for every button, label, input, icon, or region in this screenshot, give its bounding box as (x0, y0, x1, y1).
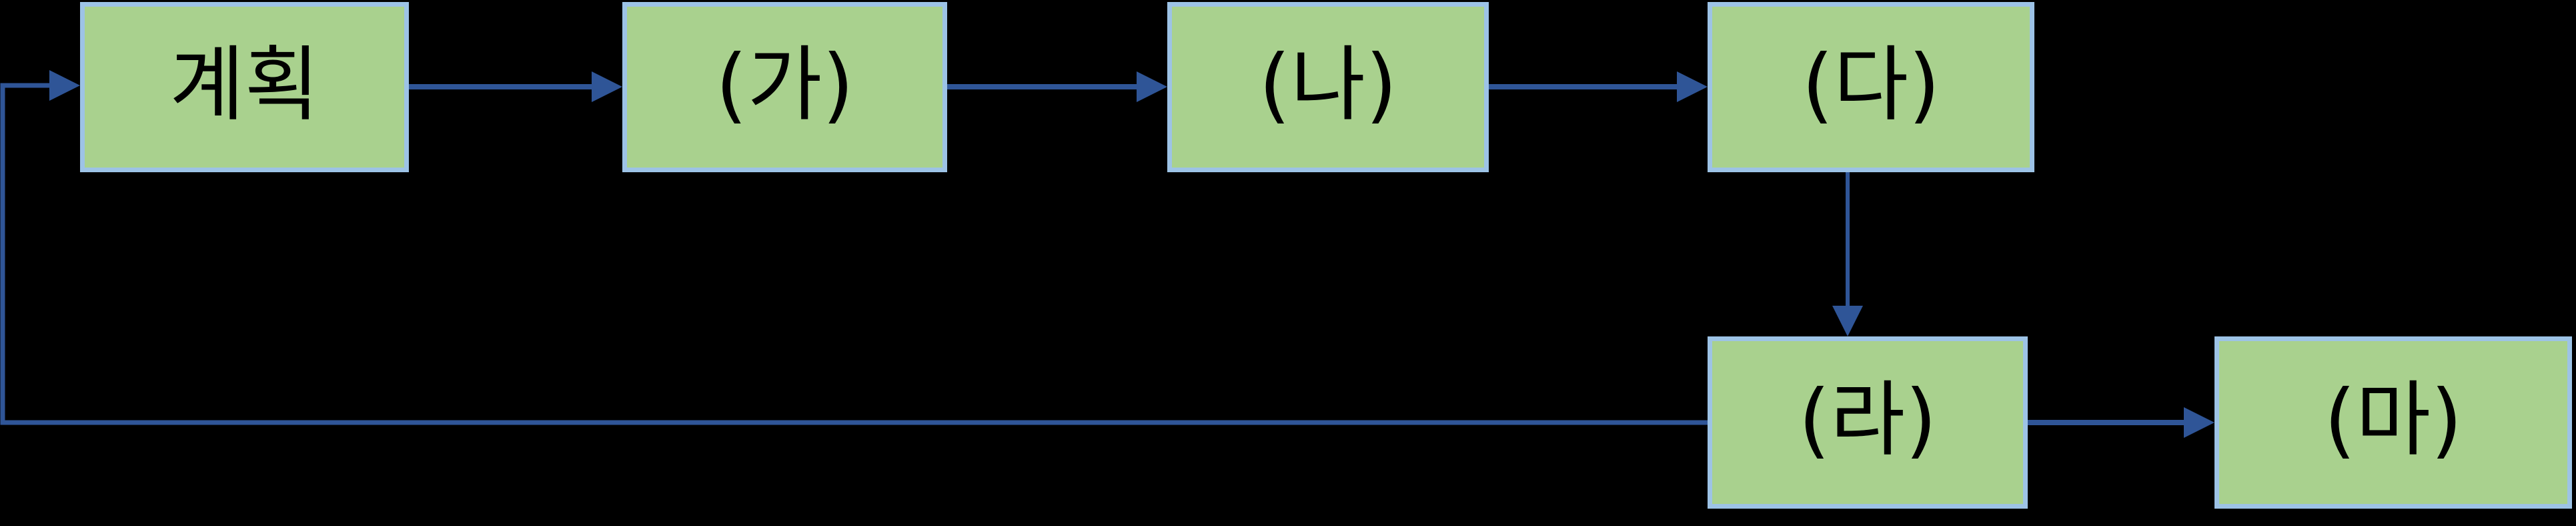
arrow-da-to-ra-arrowhead-icon (1832, 306, 1863, 336)
node-ra-label: (라) (1798, 372, 1937, 467)
arrow-ga-to-na (947, 71, 1167, 102)
arrow-ra-to-ma (2028, 407, 2214, 438)
arrow-ga-to-na-arrowhead-icon (1137, 71, 1167, 102)
node-ma: (마) (2214, 336, 2572, 509)
node-da-label: (다) (1802, 37, 1940, 132)
node-plan-label: 계획 (169, 37, 319, 132)
arrow-da-to-ra (1832, 172, 1863, 336)
arrow-na-to-da (1489, 71, 1708, 102)
arrow-na-to-da-arrowhead-icon (1677, 71, 1708, 102)
arrow-ra-to-ma-arrowhead-icon (2184, 407, 2214, 438)
node-ga-label: (가) (715, 37, 854, 132)
node-da: (다) (1708, 2, 2034, 172)
node-ma-label: (마) (2324, 372, 2463, 467)
node-ga: (가) (622, 2, 947, 172)
feedback-ra-to-plan-arrowhead-icon (49, 70, 80, 101)
node-plan: 계획 (80, 2, 409, 172)
node-na: (나) (1167, 2, 1489, 172)
node-na-label: (나) (1259, 37, 1397, 132)
arrow-plan-to-ga-arrowhead-icon (592, 71, 622, 102)
arrow-plan-to-ga (409, 71, 622, 102)
node-ra: (라) (1708, 336, 2028, 509)
